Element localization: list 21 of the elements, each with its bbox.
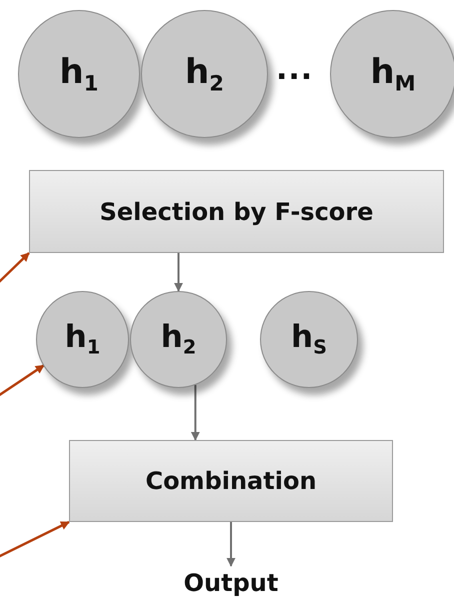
- hypothesis-circle: [36, 291, 129, 388]
- process-box: [69, 440, 393, 522]
- node-label: h$_{M}$: [370, 54, 416, 94]
- node-label: Combination: [145, 469, 317, 493]
- pointer-arrow: [0, 364, 45, 398]
- node-label: h$_{1}$: [64, 322, 100, 357]
- pointer-arrow: [0, 252, 30, 284]
- node-label: h$_{1}$: [60, 54, 98, 94]
- node-label: h$_{S}$: [291, 322, 327, 357]
- hypothesis-circle: [130, 291, 227, 388]
- pointer-arrow: [0, 520, 70, 558]
- process-box: [29, 170, 444, 253]
- node-label: h$_{2}$: [185, 54, 224, 94]
- hypothesis-circle: [141, 10, 268, 138]
- arrow: [190, 384, 200, 441]
- output-text: Output: [184, 571, 278, 595]
- arrow: [226, 522, 236, 567]
- arrow: [174, 253, 183, 292]
- node-label: h$_{2}$: [160, 322, 196, 357]
- ellipsis-label: ...: [276, 52, 314, 87]
- node-label: Selection by F-score: [100, 200, 374, 224]
